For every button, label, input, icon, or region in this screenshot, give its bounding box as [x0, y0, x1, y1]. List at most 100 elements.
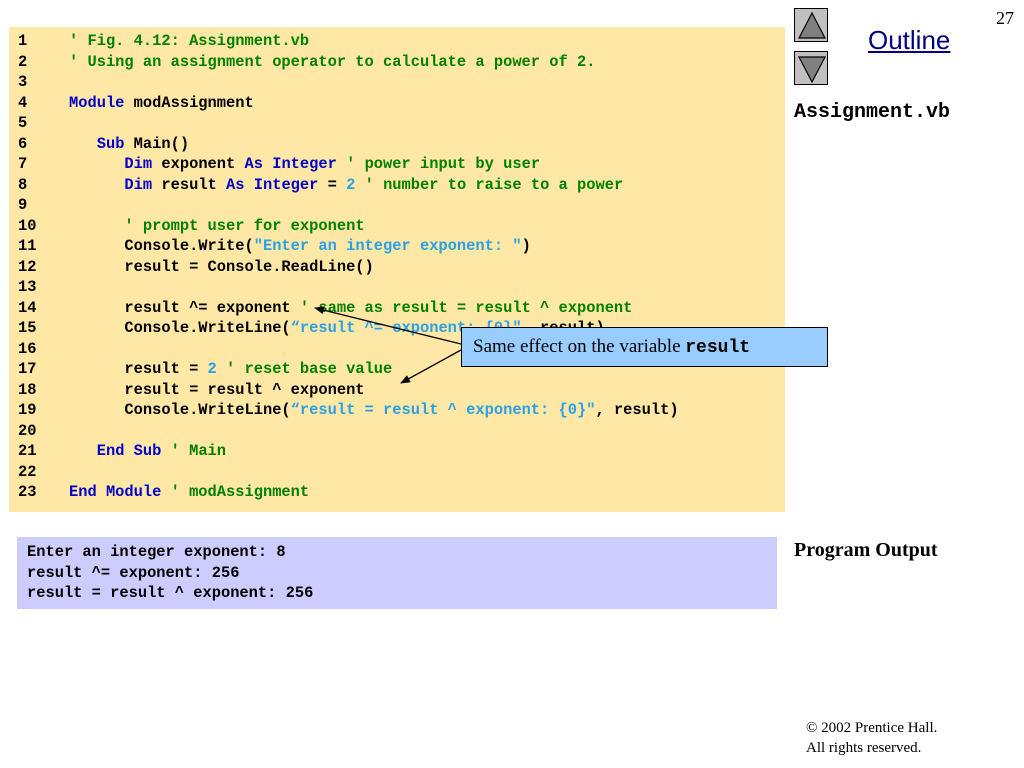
code-keyword: Module [69, 93, 125, 112]
code-comment: ' modAssignment [161, 483, 310, 501]
callout-variable: result [685, 338, 751, 358]
code-line: 4 Module modAssignment [18, 93, 785, 114]
code-line: 18 result = result ^ exponent [18, 380, 785, 401]
line-number: 20 [18, 421, 37, 440]
line-number: 13 [18, 278, 37, 296]
line-number: 8 [18, 175, 28, 194]
copyright-line-1: © 2002 Prentice Hall. [806, 720, 938, 736]
code-keyword: End Sub [96, 442, 162, 460]
code-line: 1 ' Fig. 4.12: Assignment.vb [18, 31, 785, 52]
code-line: 5 [18, 113, 785, 134]
code-keyword: Sub [96, 134, 125, 153]
code-line: 17 result = 2 ' reset base value [18, 359, 785, 380]
code-literal: “result = result ^ exponent: {0}" [290, 401, 596, 419]
code-literal: 2 [346, 175, 356, 194]
copyright-line-2: All rights reserved. [806, 740, 922, 756]
line-number: 11 [18, 237, 37, 255]
callout-box: Same effect on the variable result [461, 327, 828, 367]
code-comment: ' prompt user for exponent [124, 216, 365, 235]
code-text: Console.WriteLine( [69, 319, 291, 337]
code-line: 3 [18, 72, 785, 93]
callout-text: Same effect on the variable [473, 336, 686, 357]
callout-arrow-line-18 [400, 349, 462, 384]
code-line: 7 Dim exponent As Integer ' power input … [18, 154, 785, 175]
code-literal: "Enter an integer exponent: " [253, 237, 522, 255]
code-comment: ' same as result = result ^ exponent [299, 298, 633, 317]
code-keyword: Dim [124, 155, 153, 173]
line-number: 3 [18, 73, 28, 91]
output-line: result ^= exponent: 256 [27, 563, 240, 582]
code-literal: 2 [207, 360, 217, 378]
code-text: modAssignment [124, 93, 254, 112]
code-text: = [318, 175, 347, 194]
code-text: Console.Write( [69, 237, 254, 255]
code-line: 12 result = Console.ReadLine() [18, 257, 785, 278]
code-listing: 1 ' Fig. 4.12: Assignment.vb 2 ' Using an a… [9, 27, 785, 512]
next-slide-button[interactable] [794, 51, 828, 85]
program-output-label: Program Output [794, 539, 938, 561]
code-comment: ' Using an assignment operator to calcul… [69, 52, 596, 71]
line-number: 21 [18, 442, 37, 460]
line-number: 22 [18, 462, 37, 481]
previous-slide-button[interactable] [794, 8, 828, 42]
code-comment: ' number to raise to a power [355, 175, 624, 194]
line-number: 1 [18, 32, 28, 50]
code-comment: ' Main [161, 442, 227, 460]
code-line: 2 ' Using an assignment operator to calcu… [18, 52, 785, 73]
line-number: 14 [18, 298, 37, 317]
code-line: 6 Sub Main() [18, 134, 785, 155]
code-text: result [152, 175, 227, 194]
code-line: 19 Console.WriteLine(“result = result ^ … [18, 400, 785, 421]
code-text: result ^= exponent [69, 298, 300, 317]
code-keyword: Dim [124, 175, 153, 194]
code-keyword: As Integer [226, 175, 319, 194]
copyright-notice: © 2002 Prentice Hall. All rights reserve… [806, 718, 937, 758]
line-number: 2 [18, 52, 28, 71]
callout-arrow-line-14 [314, 306, 462, 345]
code-text: exponent [152, 155, 245, 173]
line-number: 12 [18, 257, 37, 276]
code-line: 13 [18, 277, 785, 298]
code-comment: ' Fig. 4.12: Assignment.vb [69, 32, 310, 50]
page-number: 27 [996, 8, 1014, 28]
line-number: 15 [18, 319, 37, 337]
code-line: 20 [18, 421, 785, 442]
output-line: result = result ^ exponent: 256 [27, 584, 314, 602]
code-text: , result) [595, 401, 679, 419]
line-number: 23 [18, 483, 37, 501]
code-comment: ' reset base value [216, 360, 393, 378]
code-keyword: End Module [69, 483, 162, 501]
code-line: 8 Dim result As Integer = 2 ' number to … [18, 175, 785, 196]
code-keyword: As Integer [244, 155, 337, 173]
code-line: 10 ' prompt user for exponent [18, 216, 785, 237]
code-line: 23 End Module ' modAssignment [18, 482, 785, 503]
code-line: 9 [18, 195, 785, 216]
line-number: 16 [18, 339, 37, 358]
line-number: 5 [18, 114, 28, 132]
code-text: result = result ^ exponent [69, 380, 365, 399]
file-name-title: Assignment.vb [794, 101, 951, 124]
code-line: 21 End Sub ' Main [18, 441, 785, 462]
line-number: 6 [18, 134, 28, 153]
code-comment: ' power input by user [336, 155, 541, 173]
line-number: 18 [18, 380, 37, 399]
code-text: Console.WriteLine( [69, 401, 291, 419]
line-number: 10 [18, 216, 37, 235]
code-line: 14 result ^= exponent ' same as result =… [18, 298, 785, 319]
code-text: Main() [124, 134, 190, 153]
code-text: result = Console.ReadLine() [69, 257, 374, 276]
line-number: 7 [18, 155, 28, 173]
code-text: ) [521, 237, 531, 255]
triangle-down-icon [798, 56, 826, 84]
program-output-console: Enter an integer exponent: 8 result ^= e… [17, 537, 777, 609]
line-number: 17 [18, 360, 37, 378]
line-number: 19 [18, 401, 37, 419]
outline-link[interactable]: Outline [868, 25, 951, 55]
code-line: 22 [18, 462, 785, 483]
line-number: 9 [18, 196, 28, 214]
code-text: result = [69, 360, 208, 378]
code-line: 16 [18, 339, 785, 360]
output-line: Enter an integer exponent: 8 [27, 543, 286, 561]
line-number: 4 [18, 93, 28, 112]
